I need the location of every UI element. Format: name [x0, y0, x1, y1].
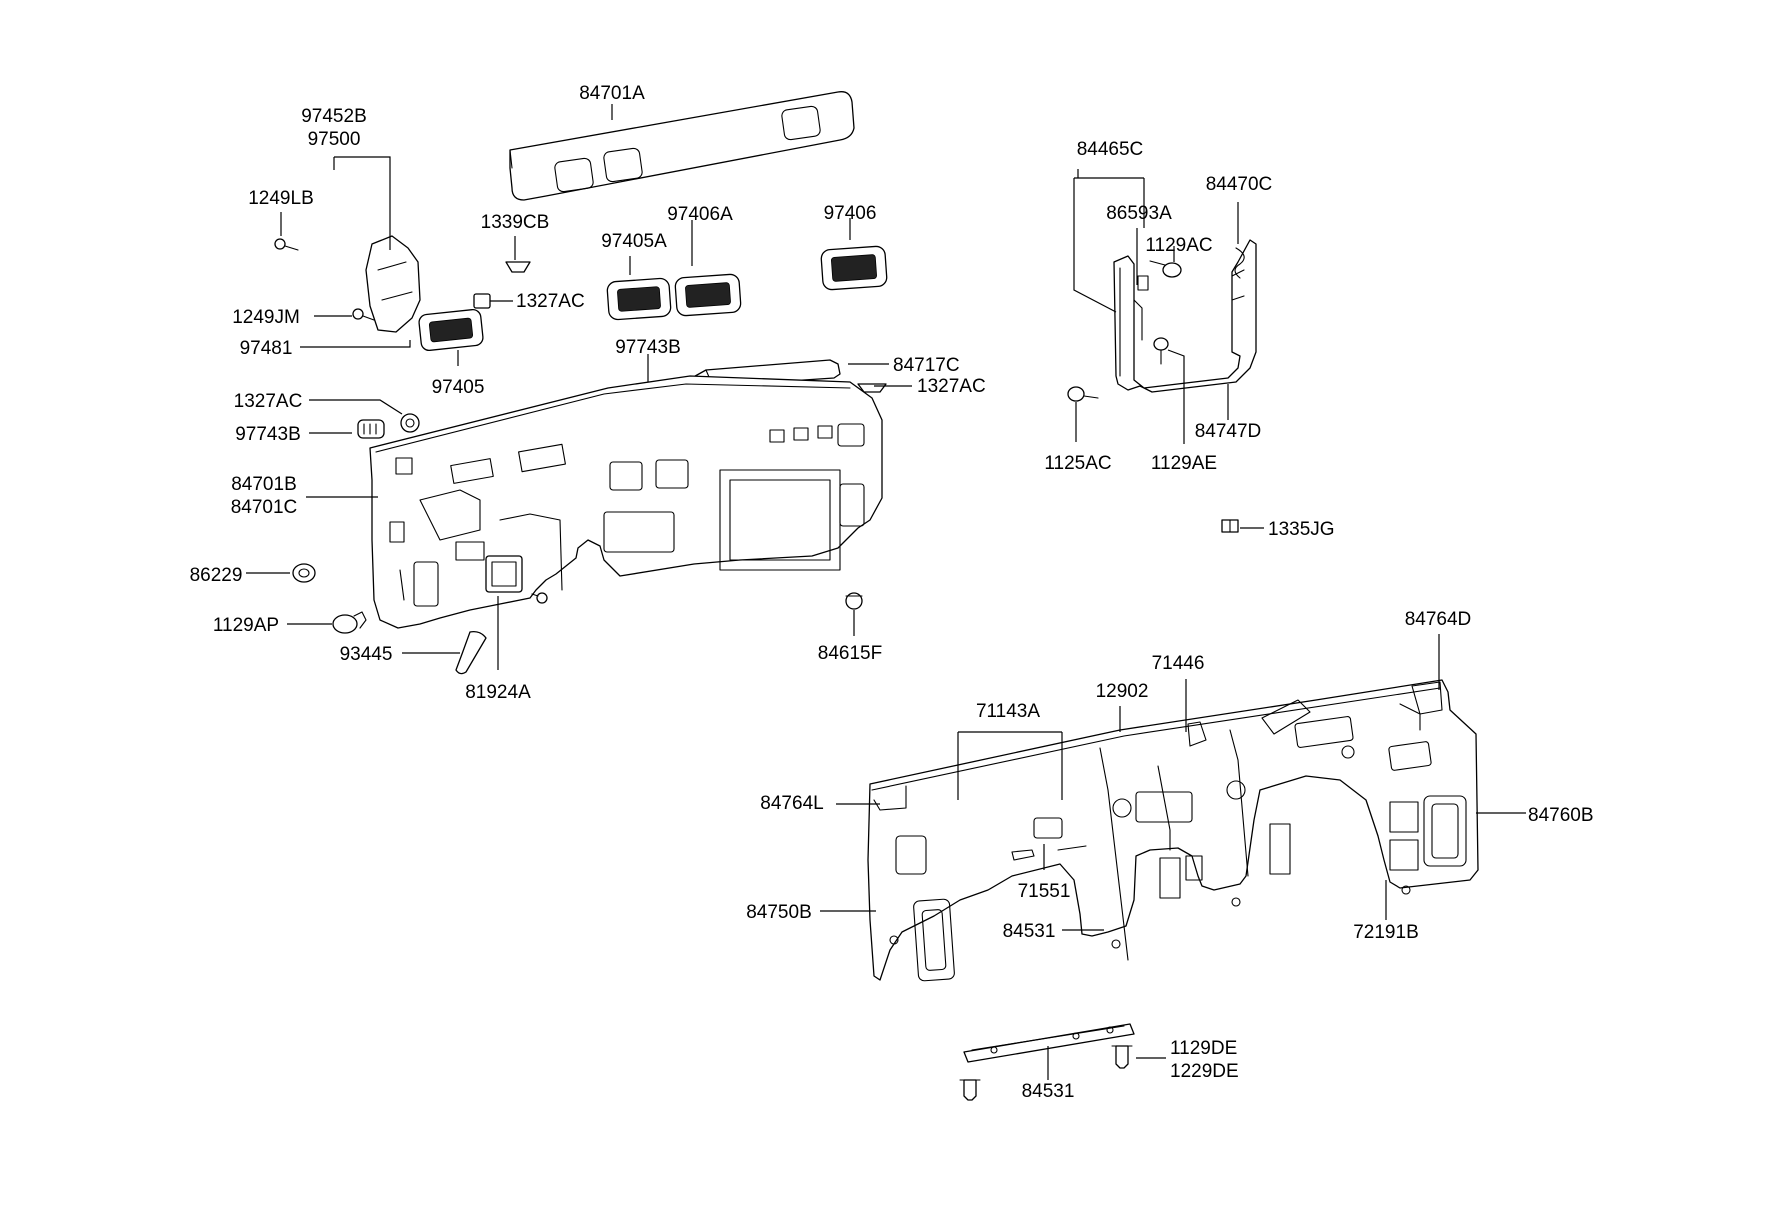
callout-71446[interactable]: 71446: [1152, 653, 1205, 674]
callout-84750b[interactable]: 84750B: [746, 902, 812, 923]
callout-1129ae[interactable]: 1129AE: [1151, 453, 1217, 474]
callout-97500[interactable]: 97500: [308, 129, 361, 150]
callout-84470c[interactable]: 84470C: [1206, 174, 1273, 195]
callout-1327ac-b[interactable]: 1327AC: [917, 376, 986, 397]
callout-97743b-b[interactable]: 97743B: [235, 424, 301, 445]
clip-84615f: [845, 592, 863, 610]
side-duct-bracket: [365, 235, 421, 333]
clip-1335jg: [1221, 519, 1239, 533]
clip-1339cb: [505, 261, 531, 273]
callout-84764l[interactable]: 84764L: [760, 793, 823, 814]
callout-84747d[interactable]: 84747D: [1195, 421, 1262, 442]
upper-trim-strip: [509, 91, 855, 201]
bolt-84531-lower: [959, 1079, 981, 1101]
callout-1249lb[interactable]: 1249LB: [248, 188, 314, 209]
callout-97406[interactable]: 97406: [824, 203, 877, 224]
callout-1339cb[interactable]: 1339CB: [481, 212, 550, 233]
centre-vent-right: [674, 273, 742, 317]
fastener-1249lb: [274, 238, 299, 251]
callout-1125ac[interactable]: 1125AC: [1044, 453, 1111, 474]
crash-pad-upper: [369, 375, 883, 629]
callout-84531-b[interactable]: 84531: [1022, 1081, 1075, 1102]
callout-93445[interactable]: 93445: [340, 644, 393, 665]
callout-1129ac[interactable]: 1129AC: [1145, 235, 1212, 256]
callout-97405[interactable]: 97405: [432, 377, 485, 398]
callout-71143a[interactable]: 71143A: [976, 701, 1040, 722]
callout-1249jm[interactable]: 1249JM: [232, 307, 300, 328]
bolt-near-latch: [531, 592, 548, 604]
callout-1327ac-a[interactable]: 1327AC: [516, 291, 585, 312]
curved-hose: [455, 630, 487, 675]
lower-main-panel: [867, 679, 1479, 982]
fastener-1249jm: [352, 308, 375, 321]
callout-97406a[interactable]: 97406A: [667, 204, 733, 225]
callout-84701c[interactable]: 84701C: [231, 497, 298, 518]
callout-1129ap[interactable]: 1129AP: [213, 615, 279, 636]
bolt-1129ac: [1149, 260, 1182, 278]
grommet-86229: [292, 563, 316, 583]
callout-86229[interactable]: 86229: [190, 565, 243, 586]
side-vent: [418, 309, 484, 351]
callout-84764d[interactable]: 84764D: [1405, 609, 1472, 630]
bolt-1129ae: [1153, 337, 1169, 365]
callout-86593a[interactable]: 86593A: [1106, 203, 1172, 224]
callout-97405a[interactable]: 97405A: [601, 231, 667, 252]
centre-vent-left: [606, 277, 672, 321]
callout-81924a[interactable]: 81924A: [465, 682, 531, 703]
callout-72191b[interactable]: 72191B: [1353, 922, 1419, 943]
bolt-1129ap: [332, 611, 367, 634]
bolt-1125ac: [1067, 386, 1099, 402]
lower-cross-bar: [963, 1023, 1135, 1063]
callout-97481[interactable]: 97481: [240, 338, 293, 359]
callout-12902[interactable]: 12902: [1096, 681, 1149, 702]
bolt-1129de: [1111, 1045, 1133, 1069]
callout-84717c[interactable]: 84717C: [893, 355, 960, 376]
callout-97743b-a[interactable]: 97743B: [615, 337, 681, 358]
right-side-vent: [820, 245, 888, 291]
clip-1327ac-upper: [473, 293, 491, 309]
callout-1327ac-c[interactable]: 1327AC: [234, 391, 303, 412]
callout-71551[interactable]: 71551: [1018, 881, 1071, 902]
callout-84701b[interactable]: 84701B: [231, 474, 297, 495]
small-vent-left: [357, 419, 385, 439]
callout-84531-a[interactable]: 84531: [1003, 921, 1056, 942]
latch-bracket: [485, 555, 523, 593]
callout-84615f[interactable]: 84615F: [818, 643, 882, 664]
bracket-assembly-84465c: [1113, 239, 1257, 393]
leader-lines: [246, 104, 1526, 1080]
callout-1129de[interactable]: 1129DE: [1170, 1038, 1237, 1059]
callout-1229de[interactable]: 1229DE: [1170, 1061, 1239, 1082]
callout-84465c[interactable]: 84465C: [1077, 139, 1144, 160]
callout-84760b[interactable]: 84760B: [1528, 805, 1594, 826]
callout-84701a[interactable]: 84701A: [579, 83, 645, 104]
grommet-1327ac-left: [400, 413, 420, 433]
callout-1335jg[interactable]: 1335JG: [1268, 519, 1335, 540]
callout-97452b[interactable]: 97452B: [301, 106, 367, 127]
